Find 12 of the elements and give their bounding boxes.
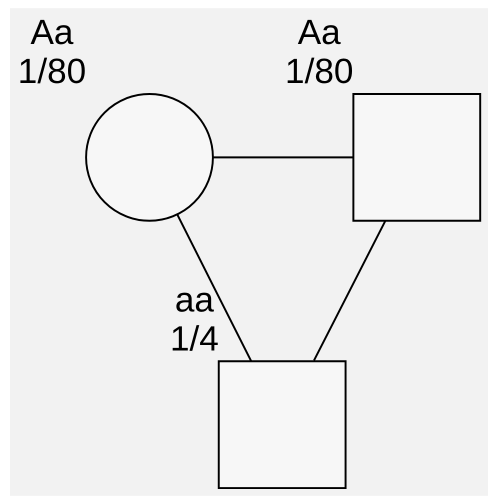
node-label: 1/80 [17,52,86,92]
node-box [352,93,481,222]
node-label: Aa [297,13,340,52]
connector [176,214,252,362]
node-label: aa [174,280,214,320]
node-box [217,360,346,490]
node-label: 1/4 [169,319,218,358]
node-circle [84,93,214,222]
node-label: Aa [30,13,73,52]
connector [312,220,386,361]
connector [212,156,353,158]
node-label: 1/80 [284,52,353,92]
